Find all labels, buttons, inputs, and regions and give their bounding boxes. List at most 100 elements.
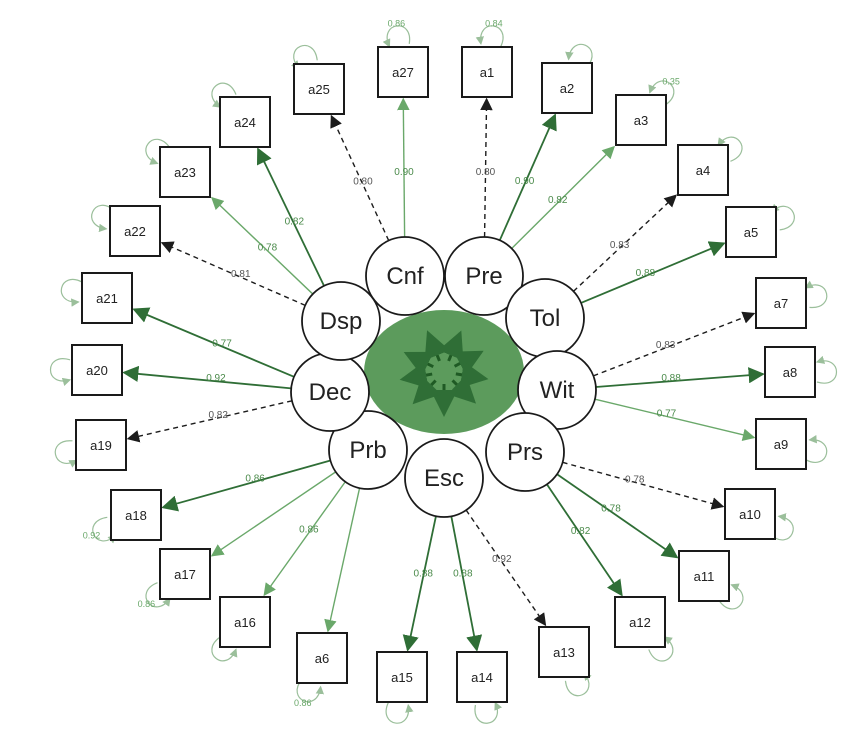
loading-prb-a17 (210, 471, 337, 557)
indicator-label: a12 (629, 615, 651, 630)
residual-loop-a19 (54, 440, 78, 468)
loading-prb-a6 (324, 487, 361, 633)
indicator-box (764, 346, 816, 398)
indicator-box (219, 96, 271, 148)
residual-loop-a2 (565, 43, 593, 68)
indicator-a22: a22 (109, 205, 161, 257)
loading-label-a5: 0.88 (636, 268, 656, 279)
residual-loop-a13 (564, 671, 592, 697)
residual-label-a1: 0.84 (485, 18, 503, 28)
loading-cnf-a25 (330, 114, 390, 241)
loading-prb-a16 (263, 481, 346, 597)
indicator-a18: a18 (110, 489, 162, 541)
loading-esc-a13 (465, 509, 547, 627)
residual-loop-a9 (805, 435, 828, 463)
indicator-box (541, 62, 593, 114)
loading-wit-a8 (595, 367, 765, 388)
indicator-a24: a24 (219, 96, 271, 148)
observed-indicators: a1a2a3a4a5a7a8a9a10a11a12a13a14a15a6a16a… (71, 46, 816, 703)
loading-pre-a2 (498, 113, 557, 241)
residual-loop-a14 (474, 701, 503, 724)
residual-variances: 0.84 0.35 0.86 0.86 0.92 0.86 (49, 18, 838, 724)
residual-loop-a10 (769, 513, 794, 541)
indicator-box (724, 488, 776, 540)
indicator-a27: a27 (377, 46, 429, 98)
indicator-label: a16 (234, 615, 256, 630)
indicator-label: a20 (86, 363, 108, 378)
loading-prs-a11 (556, 473, 679, 559)
correlation-arrow-prs (447, 375, 477, 404)
correlation-arrow-prb (412, 375, 442, 405)
latent-prs: Prs (485, 412, 565, 492)
loading-label-a8: 0.88 (661, 373, 681, 384)
indicator-label: a15 (391, 670, 413, 685)
latent-pre: Pre (444, 236, 524, 316)
indicator-a23: a23 (159, 146, 211, 198)
indicator-box (725, 206, 777, 258)
latent-tol: Tol (505, 278, 585, 358)
indicator-a11: a11 (678, 550, 730, 602)
indicator-label: a2 (560, 81, 574, 96)
indicator-box (678, 550, 730, 602)
loading-wit-a9 (594, 398, 756, 441)
indicator-box (293, 63, 345, 115)
indicator-box (109, 205, 161, 257)
loading-tol-a5 (580, 241, 726, 304)
latent-label: Prs (507, 439, 543, 466)
latent-label: Dsp (320, 308, 363, 335)
residual-label-a17: 0.86 (138, 599, 156, 609)
residual-label-a6: 0.86 (294, 698, 312, 708)
latent-wit: Wit (517, 350, 597, 430)
loading-label-a15: 0.88 (414, 568, 434, 579)
residual-loop-a3 (648, 80, 675, 106)
residual-label-a27: 0.86 (388, 18, 406, 28)
loading-dec-a19 (126, 400, 293, 443)
correlation-arrow-pre (438, 330, 464, 362)
loading-label-a20: 0.92 (206, 373, 226, 384)
loading-label-a22: 0.81 (231, 269, 251, 280)
loading-label-a23: 0.78 (258, 243, 278, 254)
loading-label-a25: 0.80 (353, 177, 373, 188)
indicator-label: a17 (174, 567, 196, 582)
latent-label: Dec (309, 379, 352, 406)
loading-label-a27: 0.90 (394, 167, 414, 178)
indicator-a7: a7 (755, 277, 807, 329)
loading-esc-a14 (450, 516, 483, 652)
loading-label-a7: 0.83 (656, 340, 676, 351)
residual-label-a3: 0.35 (662, 76, 680, 86)
residual-loop-a22 (91, 204, 115, 233)
loading-label-a24: 0.82 (285, 216, 305, 227)
loading-prs-a12 (546, 483, 623, 597)
indicator-label: a3 (634, 113, 648, 128)
loading-dec-a21 (132, 307, 295, 378)
correlation-arrow-tol (453, 350, 484, 376)
residual-loop-a17 (145, 582, 171, 608)
indicator-box (159, 548, 211, 600)
latent-circle (301, 281, 381, 361)
latent-cnf: Cnf (365, 236, 445, 316)
residual-loop-a12 (648, 636, 674, 662)
loading-label-a10: 0.78 (625, 474, 645, 485)
latent-circle (404, 438, 484, 518)
indicator-label: a7 (774, 296, 788, 311)
indicator-label: a21 (96, 291, 118, 306)
latent-label: Prb (349, 437, 386, 464)
indicator-label: a13 (553, 645, 575, 660)
residual-loop-a15 (385, 702, 414, 724)
loading-label-a18: 0.86 (245, 474, 265, 485)
indicator-a4: a4 (677, 144, 729, 196)
latent-dec: Dec (290, 352, 370, 432)
loading-label-a19: 0.82 (208, 410, 228, 421)
indicator-box (461, 46, 513, 98)
indicator-label: a11 (694, 569, 715, 584)
indicator-box (159, 146, 211, 198)
residual-loop-a4 (717, 136, 743, 162)
indicator-label: a1 (480, 65, 494, 80)
indicator-label: a9 (774, 437, 788, 452)
latent-circle (365, 236, 445, 316)
loading-dsp-a22 (160, 241, 306, 307)
indicator-box (456, 651, 508, 703)
loading-labels: 0.800.900.820.830.880.830.880.770.780.78… (206, 167, 681, 580)
loading-esc-a15 (402, 515, 437, 652)
